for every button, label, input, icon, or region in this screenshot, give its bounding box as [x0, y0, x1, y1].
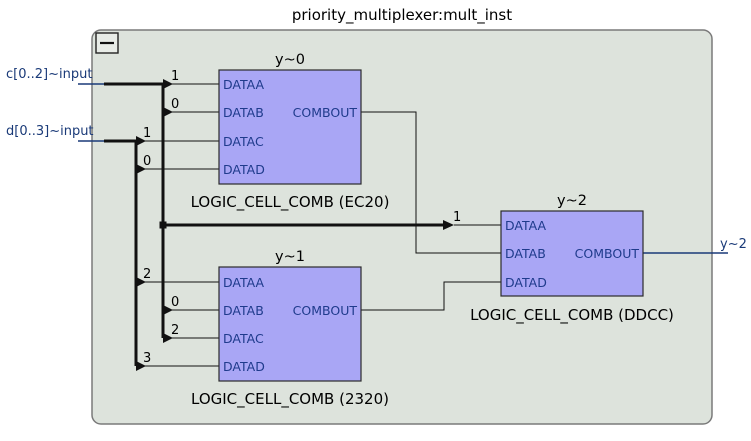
arrow-icon [136, 277, 146, 287]
port-datad: DATAD [505, 275, 547, 290]
cell-caption: LOGIC_CELL_COMB (DDCC) [470, 306, 674, 325]
port-combout: COMBOUT [575, 246, 640, 261]
bit-index: 1 [171, 69, 179, 84]
bit-index: 2 [171, 323, 179, 338]
bit-index: 3 [143, 351, 151, 366]
bit-index-labels: 1 0 1 0 1 2 0 2 3 [143, 69, 461, 366]
port-datad: DATAD [223, 162, 265, 177]
bit-index: 0 [171, 295, 179, 310]
cell-name: y~0 [275, 52, 305, 68]
bit-index: 1 [143, 126, 151, 141]
bus-junction [159, 221, 167, 229]
port-datac: DATAC [223, 331, 264, 346]
port-datad: DATAD [223, 359, 265, 374]
port-dataa: DATAA [505, 218, 547, 233]
wire-y0-to-y2-datab [361, 111, 501, 254]
bit-index: 2 [143, 267, 151, 282]
cell-name: y~2 [557, 193, 587, 209]
cell-caption: LOGIC_CELL_COMB (EC20) [191, 193, 390, 212]
collapse-button[interactable] [95, 32, 119, 54]
arrow-icon [163, 305, 173, 315]
port-combout: COMBOUT [293, 105, 358, 120]
arrow-icon [163, 333, 173, 343]
logic-cell-y0[interactable]: y~0 DATAA DATAB DATAC DATAD COMBOUT LOGI… [191, 52, 390, 212]
logic-cell-y1[interactable]: y~1 DATAA DATAB DATAC DATAD COMBOUT LOGI… [191, 249, 389, 409]
cell-body[interactable] [218, 266, 362, 382]
cell-body[interactable] [218, 69, 362, 185]
input-label-c[interactable]: c[0..2]~input [6, 67, 92, 82]
cell-caption: LOGIC_CELL_COMB (2320) [191, 390, 389, 409]
port-datab: DATAB [223, 105, 264, 120]
port-datab: DATAB [223, 303, 264, 318]
module-title: priority_multiplexer:mult_inst [292, 6, 512, 25]
arrow-icon [163, 107, 173, 117]
bit-index: 0 [171, 97, 179, 112]
bit-index: 0 [143, 154, 151, 169]
arrow-icon [443, 220, 454, 230]
arrow-icon [136, 361, 146, 371]
port-dataa: DATAA [223, 77, 265, 92]
logic-cell-y2[interactable]: y~2 DATAA DATAB DATAD COMBOUT LOGIC_CELL… [470, 193, 674, 325]
input-label-d[interactable]: d[0..3]~input [6, 124, 94, 139]
arrow-icon [136, 136, 146, 146]
arrow-icon [136, 164, 146, 174]
arrowhead-layer [136, 79, 454, 371]
cell-body[interactable] [500, 210, 644, 297]
port-datab: DATAB [505, 246, 546, 261]
wire-layer [78, 82, 728, 367]
output-label-y2[interactable]: y~2 [720, 237, 747, 252]
bit-index: 1 [453, 210, 461, 225]
arrow-icon [163, 79, 173, 89]
port-dataa: DATAA [223, 275, 265, 290]
wire-y1-to-y2-datad [361, 281, 501, 311]
cell-name: y~1 [275, 249, 305, 265]
port-combout: COMBOUT [293, 303, 358, 318]
port-datac: DATAC [223, 134, 264, 149]
